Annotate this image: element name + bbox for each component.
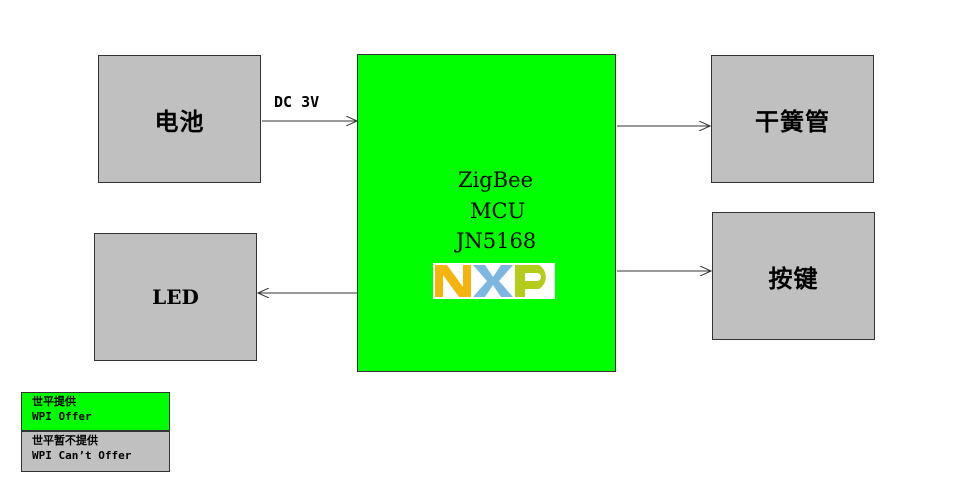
mcu-type-label: MCU <box>470 199 526 223</box>
legend-offered-zh: 世平提供 <box>32 395 76 408</box>
reed-switch-label: 干簧管 <box>755 107 830 136</box>
battery-label: 电池 <box>154 107 205 136</box>
led-block: LED <box>94 233 257 361</box>
reed-switch-block: 干簧管 <box>711 55 874 183</box>
key-label: 按键 <box>768 264 819 293</box>
mcu-zigbee-label: ZigBee <box>458 168 534 192</box>
mcu-block <box>357 54 616 372</box>
key-block: 按键 <box>712 212 875 340</box>
legend-offered-en: WPI Offer <box>32 410 92 423</box>
mcu-part-label: JN5168 <box>456 229 537 253</box>
nxp-logo <box>433 263 555 299</box>
legend-not-offered: 世平暂不提供 WPI Can’t Offer <box>21 431 170 472</box>
legend-offered: 世平提供 WPI Offer <box>21 392 170 431</box>
legend-not-offered-en: WPI Can’t Offer <box>32 449 132 462</box>
dc-voltage-label: DC 3V <box>274 93 320 111</box>
led-label: LED <box>152 285 199 309</box>
legend-not-offered-zh: 世平暂不提供 <box>32 434 98 447</box>
battery-block: 电池 <box>98 55 261 183</box>
